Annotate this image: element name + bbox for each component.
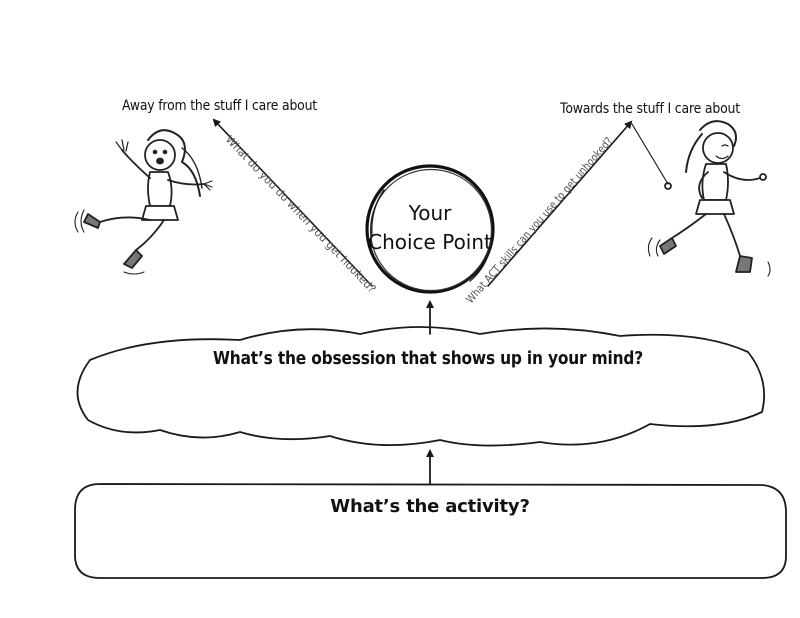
left-arm-question: What do you do when you get hooked? <box>223 133 379 296</box>
towards-arrow <box>487 120 633 287</box>
activity-box <box>74 483 787 579</box>
falling-girl-figure <box>74 129 213 275</box>
away-arrow <box>212 118 373 287</box>
activity-question: What’s the activity? <box>330 496 529 517</box>
choice-point-line1: Your <box>408 201 452 225</box>
obsession-cloud <box>76 326 765 447</box>
choice-point-line2: Choice Point <box>368 230 492 254</box>
choice-point-circle <box>365 164 495 294</box>
running-girl-figure <box>631 120 771 277</box>
towards-label: Towards the stuff I care about <box>559 101 741 117</box>
away-label: Away from the stuff I care about <box>122 98 318 114</box>
obsession-question: What’s the obsession that shows up in yo… <box>213 348 643 369</box>
